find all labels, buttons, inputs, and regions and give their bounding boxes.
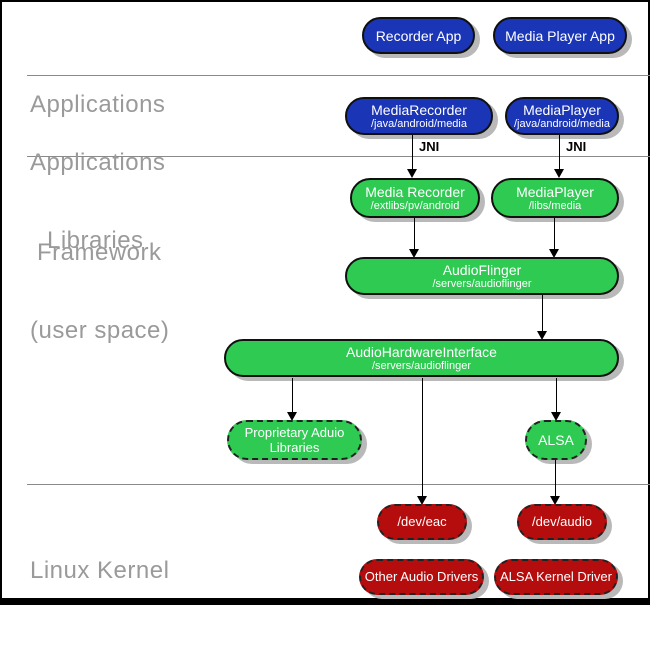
- node-path: /libs/media: [528, 199, 582, 212]
- node-title: Libraries: [269, 440, 320, 455]
- node-dev-eac: /dev/eac: [377, 504, 467, 540]
- arrow-ahi-to-proprietary: [287, 378, 297, 421]
- node-title: Media Player App: [505, 27, 615, 44]
- layer-label-libraries: Libraries (user space): [30, 166, 169, 406]
- diagram-frame: Applications Applications Framework Libr…: [0, 0, 650, 605]
- arrow-audioflinger-to-ahi: [537, 295, 547, 340]
- jni-label-right: JNI: [566, 139, 587, 154]
- arrow-mediarecorder-to-audioflinger: [409, 218, 419, 258]
- node-title: ALSA: [538, 432, 574, 448]
- node-path: /java/android/media: [370, 117, 467, 130]
- layer-label-linux-kernel: Linux Kernel: [30, 496, 169, 646]
- arrow-alsa-to-dev-audio: [550, 460, 560, 505]
- node-alsa-kernel-driver: ALSA Kernel Driver: [494, 559, 618, 595]
- node-audio-hardware-interface: AudioHardwareInterface /servers/audiofli…: [224, 339, 619, 377]
- node-title: Media Recorder: [365, 183, 465, 200]
- layer-label-text: Framework: [37, 239, 162, 266]
- node-title: /dev/audio: [532, 514, 592, 529]
- node-path: /servers/audioflinger: [371, 359, 472, 372]
- layer-label-text: Linux Kernel: [30, 557, 170, 584]
- arrow-ahi-to-dev-eac: [417, 378, 427, 505]
- jni-label-left: JNI: [419, 139, 440, 154]
- node-title: Recorder App: [375, 27, 462, 44]
- node-dev-audio: /dev/audio: [517, 504, 607, 540]
- node-title: MediaPlayer: [523, 101, 601, 118]
- node-title: MediaPlayer: [516, 183, 594, 200]
- layer-label-applications-framework: Applications Framework: [30, 88, 165, 328]
- node-other-audio-drivers: Other Audio Drivers: [359, 559, 484, 595]
- arrow-mediaplayer-jni: [554, 135, 564, 178]
- node-mediaplayer-library: MediaPlayer /libs/media: [491, 178, 619, 218]
- node-title: MediaRecorder: [371, 101, 467, 118]
- node-title: AudioHardwareInterface: [346, 343, 497, 360]
- divider-libraries-kernel: [27, 484, 650, 485]
- node-title: Proprietary Aduio: [244, 425, 345, 440]
- node-mediaplayer-framework: MediaPlayer /java/android/media: [505, 97, 619, 135]
- layer-label-text: Libraries: [47, 227, 144, 254]
- node-media-player-app: Media Player App: [493, 17, 627, 54]
- node-title: AudioFlinger: [442, 261, 522, 278]
- node-proprietary-audio-libraries: Proprietary Aduio Libraries: [227, 420, 362, 460]
- node-path: /java/android/media: [513, 117, 610, 130]
- arrow-mediarecorder-jni: [407, 135, 417, 178]
- node-title: Other Audio Drivers: [364, 569, 479, 584]
- node-title: /dev/eac: [397, 514, 447, 529]
- node-recorder-app: Recorder App: [362, 17, 475, 54]
- node-alsa: ALSA: [525, 420, 587, 460]
- node-media-recorder-library: Media Recorder /extlibs/pv/android: [350, 178, 480, 218]
- layer-label-text: Applications: [30, 149, 166, 176]
- node-mediarecorder-framework: MediaRecorder /java/android/media: [345, 97, 493, 135]
- arrow-mediaplayer-to-audioflinger: [549, 218, 559, 258]
- node-path: /servers/audioflinger: [432, 277, 532, 290]
- node-path: /extlibs/pv/android: [370, 199, 460, 212]
- arrow-ahi-to-alsa: [551, 378, 561, 421]
- divider-framework-libraries: [27, 156, 650, 157]
- layer-label-applications: Applications: [30, 30, 165, 180]
- layer-label-text: Applications: [30, 91, 166, 118]
- node-title: ALSA Kernel Driver: [500, 569, 612, 584]
- layer-label-text: (user space): [30, 317, 170, 344]
- node-audioflinger: AudioFlinger /servers/audioflinger: [345, 257, 619, 295]
- divider-applications-framework: [27, 75, 650, 76]
